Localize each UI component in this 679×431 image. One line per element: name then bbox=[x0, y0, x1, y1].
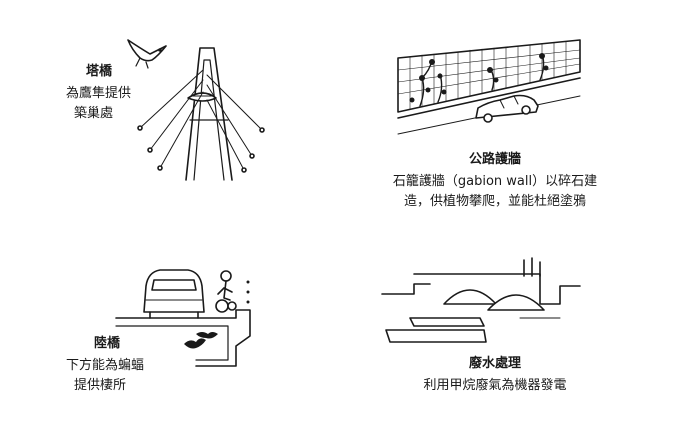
treatment-plant-drawing bbox=[381, 257, 581, 343]
highway-wall-title: 公路護牆 bbox=[468, 152, 521, 167]
overpass-title: 陸橋 bbox=[94, 336, 121, 351]
car-on-overpass-icon bbox=[143, 269, 205, 319]
tower-bridge-caption-line1: 為鷹隼提供 bbox=[66, 86, 132, 101]
raptor-icon bbox=[127, 39, 167, 69]
overpass-caption-line1: 下方能為蝙蝠 bbox=[66, 358, 145, 373]
tower-bridge-title: 塔橋 bbox=[86, 64, 113, 79]
tower-bridge-drawing bbox=[137, 47, 265, 181]
waste-water-title: 廢水處理 bbox=[468, 356, 521, 371]
tower-bridge-caption-line2: 築巢處 bbox=[74, 106, 114, 121]
overpass-drawing bbox=[115, 309, 251, 367]
bat-icon bbox=[184, 332, 218, 349]
highway-wall-caption-line1: 石籠護牆（gabion wall）以碎石建 bbox=[392, 174, 598, 189]
cyclist-icon bbox=[215, 270, 237, 313]
car-on-highway-icon bbox=[475, 94, 539, 123]
highway-wall-caption-line2: 造，供植物攀爬，並能杜絕塗鴉 bbox=[403, 194, 586, 209]
waste-water-caption: 利用甲烷廢氣為機器發電 bbox=[423, 378, 567, 393]
overpass-caption-line2: 提供棲所 bbox=[74, 378, 127, 393]
dot-markers bbox=[246, 280, 250, 304]
